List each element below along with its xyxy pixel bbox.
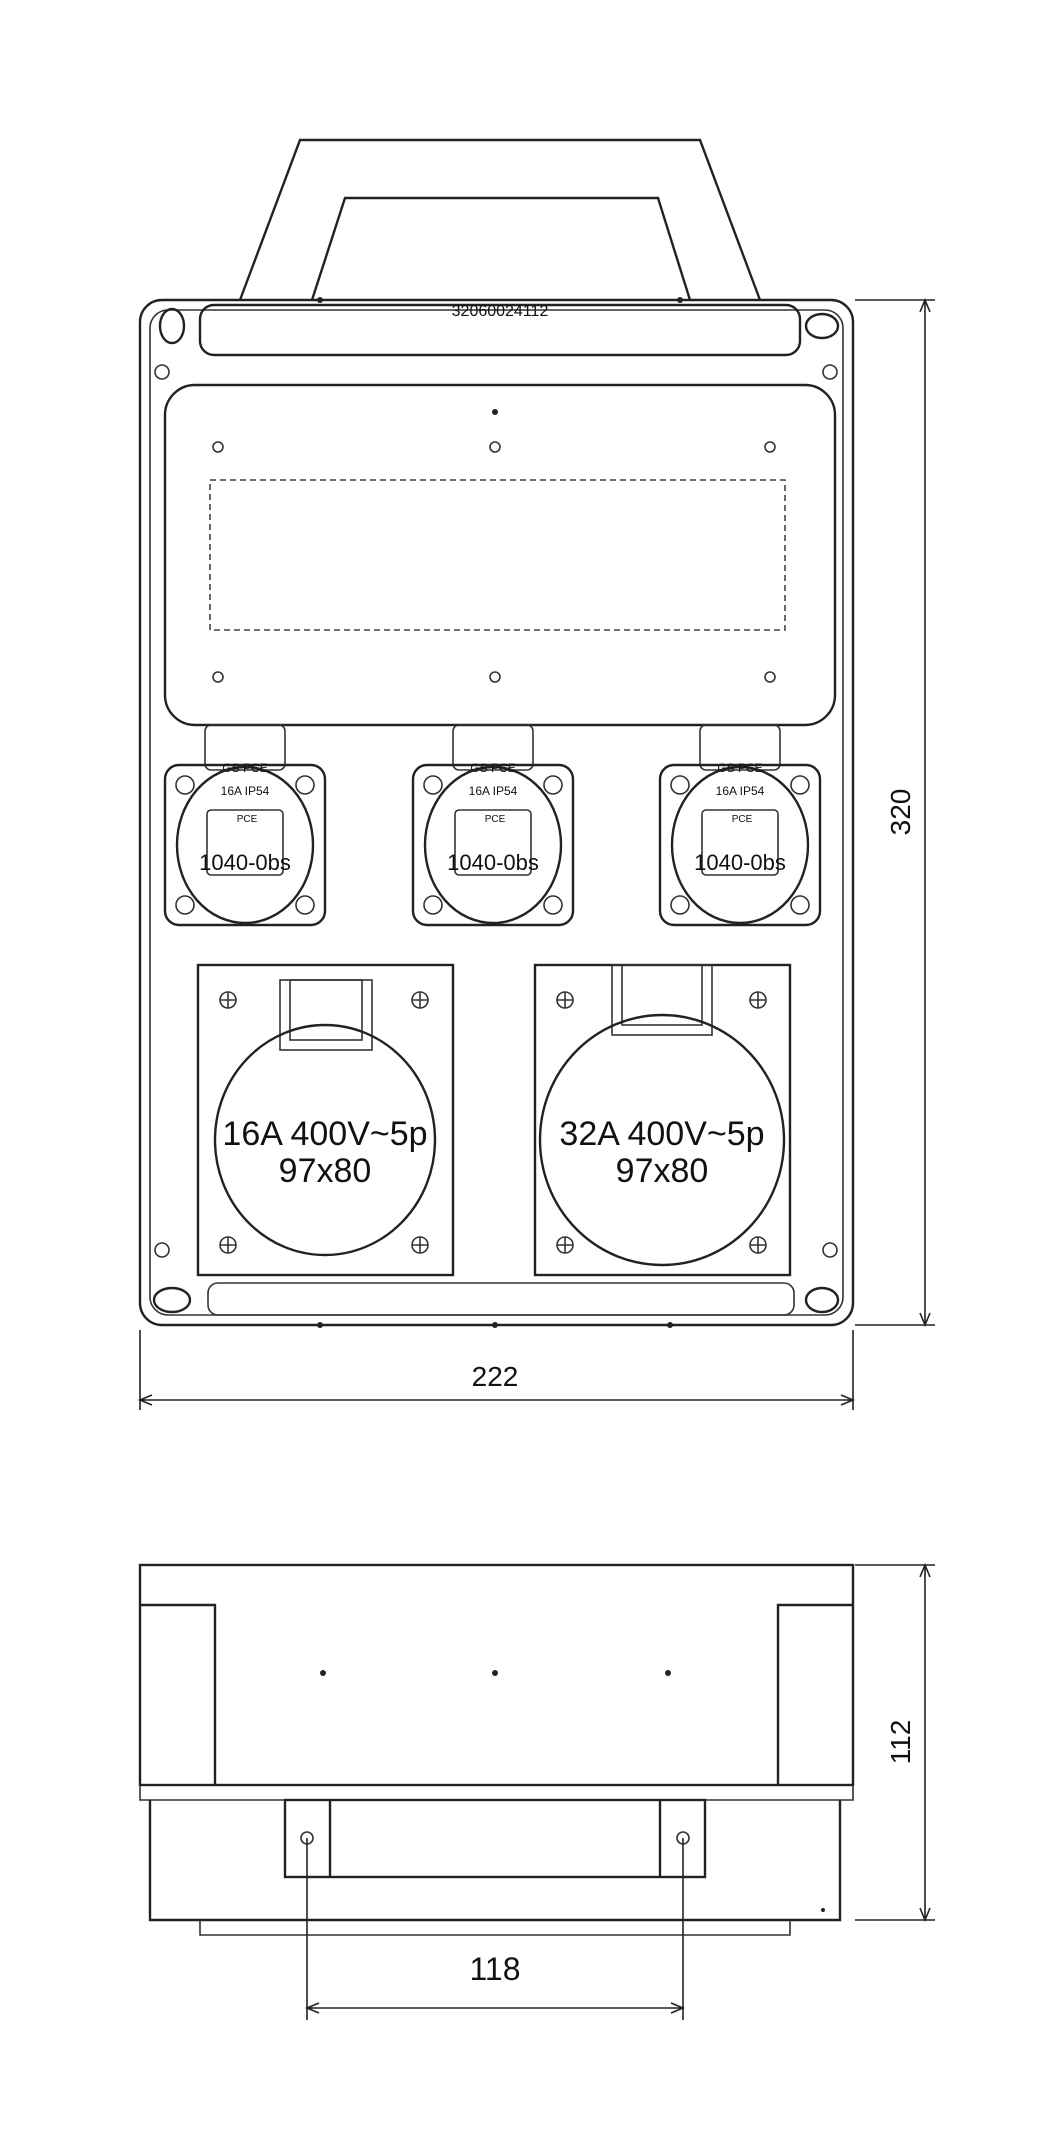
socket-code: 1040-0bs <box>447 850 539 875</box>
height-label: 320 <box>885 789 916 836</box>
carry-handle <box>238 138 762 301</box>
socket-label-2: 16A IP54 <box>221 784 270 798</box>
socket-label-1: GS PCE <box>222 761 267 775</box>
schuko-socket: GS PCE 16A IP54 PCE 1040-0bs <box>658 724 822 927</box>
handle-width-label: 118 <box>469 1951 520 1987</box>
side-handle <box>283 1798 707 1879</box>
socket-brand: PCE <box>732 814 753 825</box>
dimension-side-height: 112 <box>855 1562 935 1923</box>
schuko-socket: GS PCE 16A IP54 PCE 1040-0bs <box>163 724 327 927</box>
top-view: 32060024112 GS PCE 16A IP5 <box>137 138 935 1410</box>
cee-rating: 32A 400V~5p <box>559 1115 764 1153</box>
schuko-socket: GS PCE 16A IP54 PCE 1040-0bs <box>411 724 575 927</box>
cee-rating: 16A 400V~5p <box>222 1115 427 1153</box>
side-height-label: 112 <box>885 1720 916 1765</box>
socket-label-1: GS PCE <box>717 761 762 775</box>
cee-size: 97x80 <box>279 1152 372 1190</box>
cee-socket-32a: 32A 400V~5p 97x80 <box>533 963 792 1277</box>
side-view: 112 118 <box>138 1562 935 2020</box>
schuko-socket-row: GS PCE 16A IP54 PCE 1040-0bs GS PCE 16A … <box>163 724 822 927</box>
dimension-width: 222 <box>137 1330 856 1410</box>
socket-code: 1040-0bs <box>694 850 786 875</box>
socket-label-2: 16A IP54 <box>716 784 765 798</box>
socket-brand: PCE <box>237 814 258 825</box>
socket-brand: PCE <box>485 814 506 825</box>
cee-size: 97x80 <box>616 1152 709 1190</box>
dimension-height: 320 <box>855 297 935 1328</box>
breaker-panel <box>163 383 837 727</box>
socket-code: 1040-0bs <box>199 850 291 875</box>
cee-socket-16a: 16A 400V~5p 97x80 <box>196 963 455 1277</box>
socket-label-2: 16A IP54 <box>469 784 518 798</box>
width-label: 222 <box>472 1361 519 1392</box>
part-code: 32060024112 <box>452 303 549 320</box>
enclosure-body <box>138 297 855 1328</box>
socket-label-1: GS PCE <box>470 761 515 775</box>
dimension-handle-width: 118 <box>304 1838 686 2020</box>
